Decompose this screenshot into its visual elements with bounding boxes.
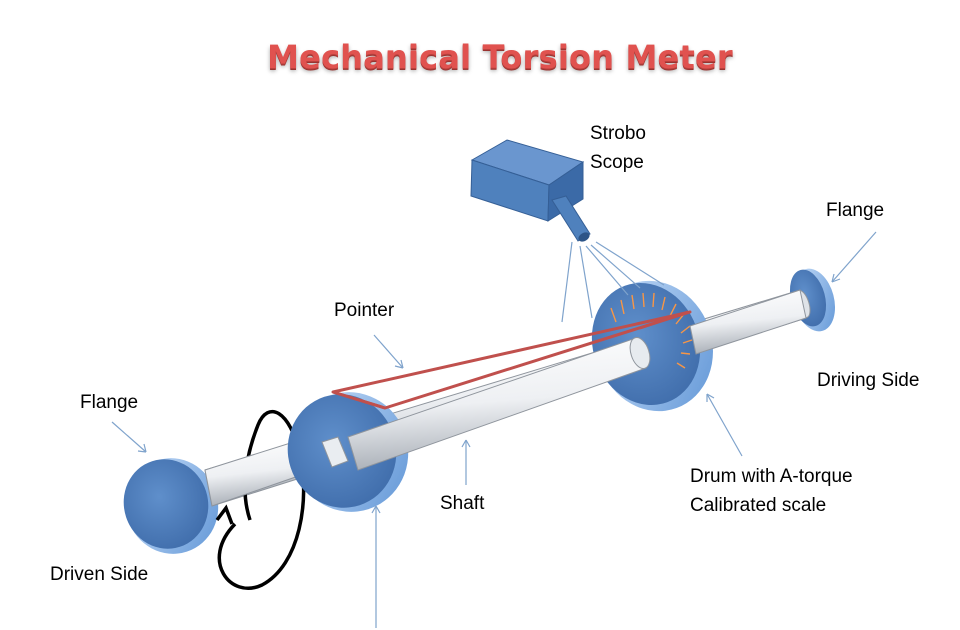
leader-lines <box>111 231 877 628</box>
flange-right-label: Flange <box>826 200 885 221</box>
strobe-light-rays <box>561 241 665 323</box>
driven-side-label: Driven Side <box>50 564 149 585</box>
pointer-label: Pointer <box>334 300 395 321</box>
stroboscope <box>470 139 591 242</box>
shaft-label: Shaft <box>440 493 485 514</box>
pointer-disc <box>287 392 409 512</box>
flange-left-label: Flange <box>80 392 139 413</box>
pointer <box>331 310 692 410</box>
stroboscope-label-line-2: Scope <box>590 152 644 173</box>
shaft-end-cap <box>629 337 651 369</box>
stroboscope-label-line-1: Strobo <box>590 123 646 144</box>
drum-label-line-1: Drum with A-torque <box>690 466 853 487</box>
left-flange <box>123 458 219 554</box>
stroboscope-label: Strobo Scope <box>590 119 646 177</box>
driving-side-label: Driving Side <box>817 370 920 391</box>
drum-label: Drum with A-torque Calibrated scale <box>690 462 853 520</box>
drum-label-line-2: Calibrated scale <box>690 495 827 516</box>
shaft-right-segment <box>689 289 807 355</box>
shaft-middle-segment <box>347 337 647 471</box>
calibrated-scale <box>610 292 693 369</box>
diagram-title: Mechanical Torsion Meter <box>267 38 733 76</box>
